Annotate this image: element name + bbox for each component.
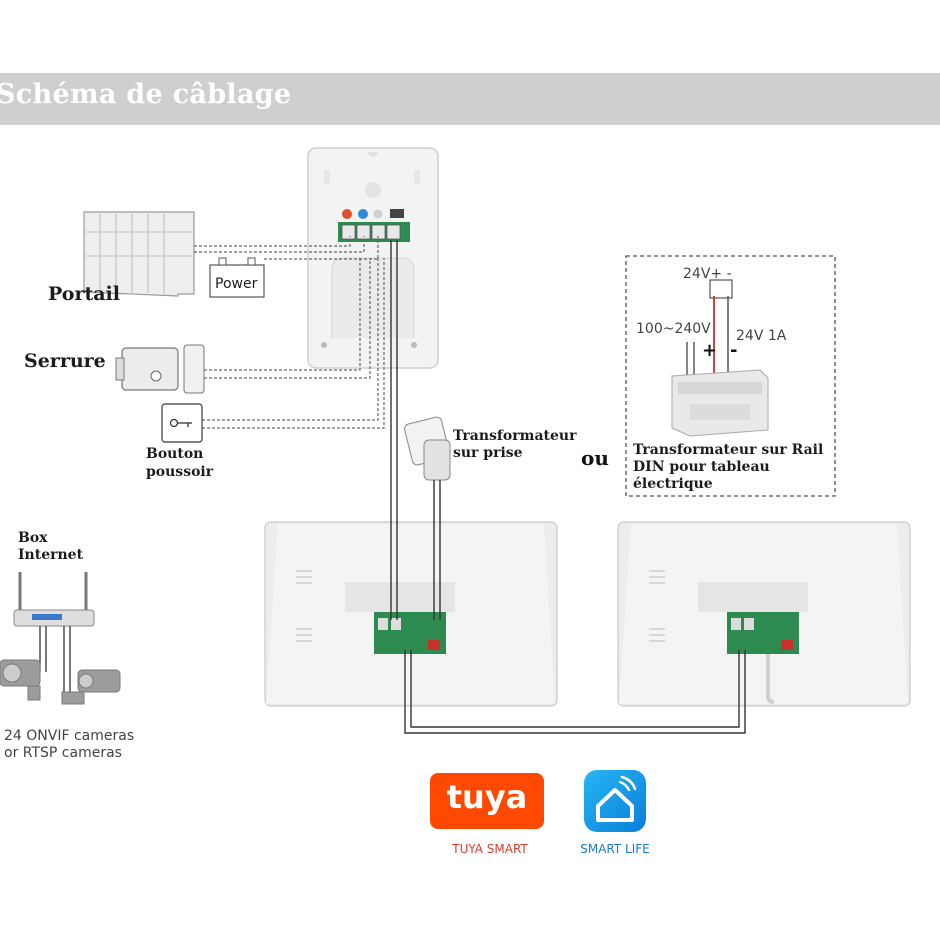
label-din-line3: électrique (633, 476, 713, 492)
tuya-caption: TUYA SMART (452, 842, 528, 856)
label-push-button-line2: poussoir (146, 464, 214, 480)
tuya-logo: tuya (430, 773, 544, 829)
svg-text:+: + (702, 340, 717, 361)
din-transformer-frame (625, 255, 836, 497)
label-push-button-line1: Bouton (146, 446, 204, 462)
label-plug-transformer-line1: Transformateur (453, 428, 577, 444)
smart-life-caption: SMART LIFE (580, 842, 650, 856)
label-plug-transformer-line2: sur prise (453, 445, 523, 461)
tuya-logo-text: tuya (446, 778, 528, 816)
power-supply-box (209, 257, 265, 298)
lock-illustration (115, 344, 205, 394)
label-box-line2: Internet (18, 547, 84, 563)
bus-wires (390, 240, 746, 734)
label-cameras-line1: 24 ONVIF cameras (4, 728, 135, 744)
plug-transformer (404, 416, 451, 481)
label-or: ou (581, 446, 609, 470)
gate-illustration (83, 211, 195, 297)
label-cameras-line2: or RTSP cameras (4, 745, 122, 761)
din-transformer: + - (671, 279, 769, 437)
label-24v-1a: 24V 1A (736, 328, 787, 344)
accessory-wires (194, 236, 385, 429)
monitor-1 (264, 521, 558, 707)
diagram-title: Schéma de câblage (0, 79, 292, 110)
svg-text:-: - (730, 340, 737, 361)
cameras-illustration (0, 659, 121, 705)
push-button-illustration (161, 403, 203, 443)
label-gate: Portail (48, 283, 120, 305)
label-box-line1: Box (18, 530, 48, 546)
monitor-2 (617, 521, 911, 707)
label-power: Power (215, 276, 258, 292)
label-din-line2: DIN pour tableau (633, 459, 770, 475)
router-illustration (13, 572, 95, 700)
header-banner: Schéma de câblage (0, 73, 940, 125)
label-24v-plus: 24V+ - (683, 266, 732, 282)
door-station (307, 147, 439, 369)
label-lock: Serrure (24, 350, 106, 372)
smart-life-home-icon (596, 775, 637, 822)
label-din-line1: Transformateur sur Rail (633, 442, 824, 458)
label-ac-input: 100~240V (636, 321, 711, 337)
